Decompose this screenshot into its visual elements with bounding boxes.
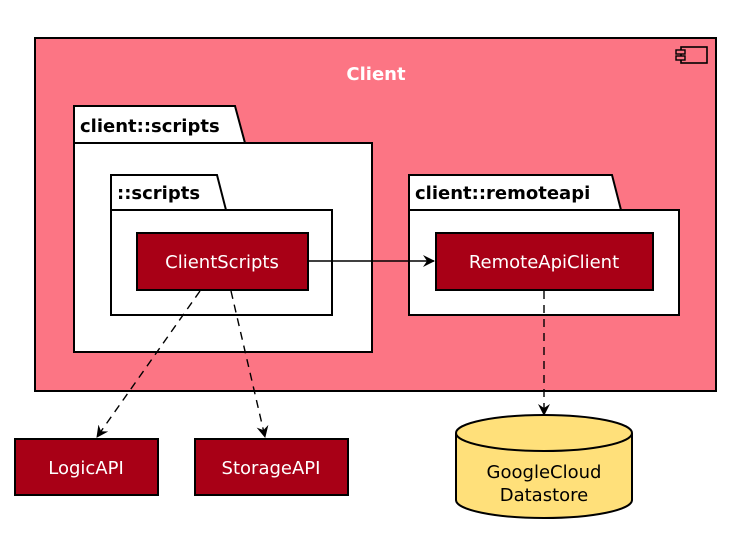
logic-api-component: LogicAPI xyxy=(14,438,159,496)
edge-clientscripts-to-storageapi xyxy=(230,290,269,438)
datastore-cylinder: GoogleCloud Datastore xyxy=(455,414,633,519)
component-icon xyxy=(675,46,708,64)
package-client-scripts-label: client::scripts xyxy=(80,116,220,137)
logic-api-label: LogicAPI xyxy=(48,458,124,479)
edge-clientscripts-to-logicapi xyxy=(96,290,201,438)
edges xyxy=(96,255,550,438)
client-scripts-component: ClientScripts xyxy=(136,232,309,291)
datastore-label-line1: GoogleCloud xyxy=(487,462,602,483)
storage-api-component: StorageAPI xyxy=(194,438,349,496)
package-scripts-label: ::scripts xyxy=(117,183,200,204)
package-client-remoteapi-label: client::remoteapi xyxy=(415,183,590,204)
datastore-label-line2: Datastore xyxy=(500,485,589,506)
client-title: Client xyxy=(346,64,406,85)
remote-api-client-label: RemoteApiClient xyxy=(469,252,619,273)
client-scripts-label: ClientScripts xyxy=(165,252,279,273)
storage-api-label: StorageAPI xyxy=(222,458,321,479)
remote-api-client-component: RemoteApiClient xyxy=(435,232,654,291)
